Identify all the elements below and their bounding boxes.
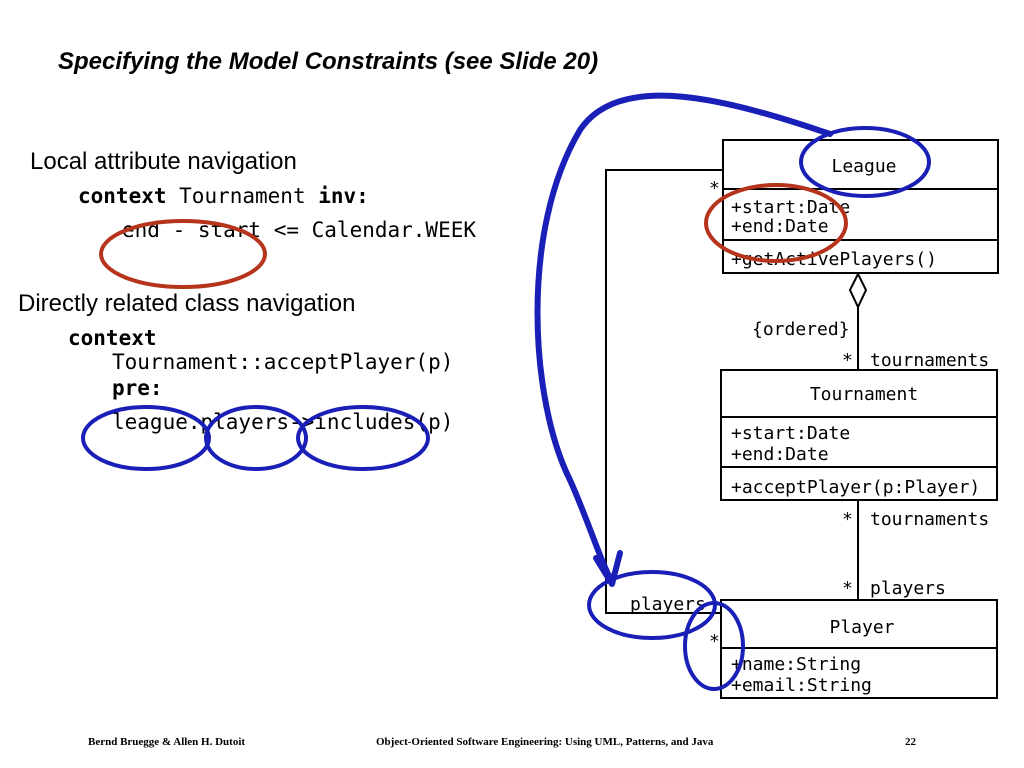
page-number: 22 xyxy=(905,736,916,748)
ordered-label: {ordered} xyxy=(752,319,850,340)
related-expression: league.players->includes(p) xyxy=(112,410,454,434)
multiplicity-label: * xyxy=(842,509,853,530)
local-context-line: context Tournament inv: xyxy=(78,184,369,208)
role-label: players xyxy=(630,594,706,615)
multiplicity-label: * xyxy=(842,578,853,599)
arrow-head-icon xyxy=(593,550,623,587)
tournament-attribute: +start:Date xyxy=(731,423,850,444)
related-operation: Tournament::acceptPlayer(p) xyxy=(112,350,454,374)
aggregation-diamond xyxy=(848,271,868,310)
league-player-association xyxy=(605,169,723,614)
local-navigation-heading: Local attribute navigation xyxy=(30,148,297,175)
blue-ellipse-annotation xyxy=(296,405,430,471)
red-ellipse-annotation xyxy=(99,219,267,289)
footer-authors: Bernd Bruegge & Allen H. Dutoit xyxy=(88,736,246,748)
context-keyword: context xyxy=(78,184,167,208)
league-operation: +getActivePlayers() xyxy=(731,249,937,270)
player-name: Player xyxy=(829,617,894,638)
red-ellipse-annotation xyxy=(704,183,848,263)
player-attribute: +email:String xyxy=(731,675,872,696)
blue-ellipse-annotation xyxy=(683,601,745,691)
inv-keyword: inv: xyxy=(318,184,369,208)
league-name: League xyxy=(831,156,896,177)
multiplicity-label: * xyxy=(709,178,720,199)
league-attribute: +end:Date xyxy=(731,216,829,237)
tournament-attribute: +end:Date xyxy=(731,444,829,465)
tournament-name: Tournament xyxy=(810,384,918,405)
related-context-keyword: context xyxy=(68,326,157,350)
slide-title: Specifying the Model Constraints (see Sl… xyxy=(58,48,599,75)
tournament-operation: +acceptPlayer(p:Player) xyxy=(731,477,980,498)
player-class: Player +name:String +email:String xyxy=(720,599,998,699)
multiplicity-label: * xyxy=(842,350,853,371)
role-label: tournaments xyxy=(870,350,989,371)
multiplicity-label: * xyxy=(709,631,720,652)
role-label: players xyxy=(870,578,946,599)
blue-ellipse-annotation xyxy=(204,405,308,471)
pre-keyword: pre: xyxy=(112,376,163,400)
league-attribute: +start:Date xyxy=(731,197,850,218)
related-navigation-heading: Directly related class navigation xyxy=(18,290,356,317)
tournament-class: Tournament +start:Date +end:Date +accept… xyxy=(720,369,998,501)
league-class: League +start:Date +end:Date +getActiveP… xyxy=(722,139,999,274)
blue-ellipse-annotation xyxy=(799,126,931,198)
context-class: Tournament xyxy=(166,184,319,208)
blue-arrow-annotation xyxy=(534,92,833,585)
role-label: tournaments xyxy=(870,509,989,530)
blue-ellipse-annotation xyxy=(81,405,211,471)
player-attribute: +name:String xyxy=(731,654,861,675)
footer-book-title: Object-Oriented Software Engineering: Us… xyxy=(376,736,714,748)
